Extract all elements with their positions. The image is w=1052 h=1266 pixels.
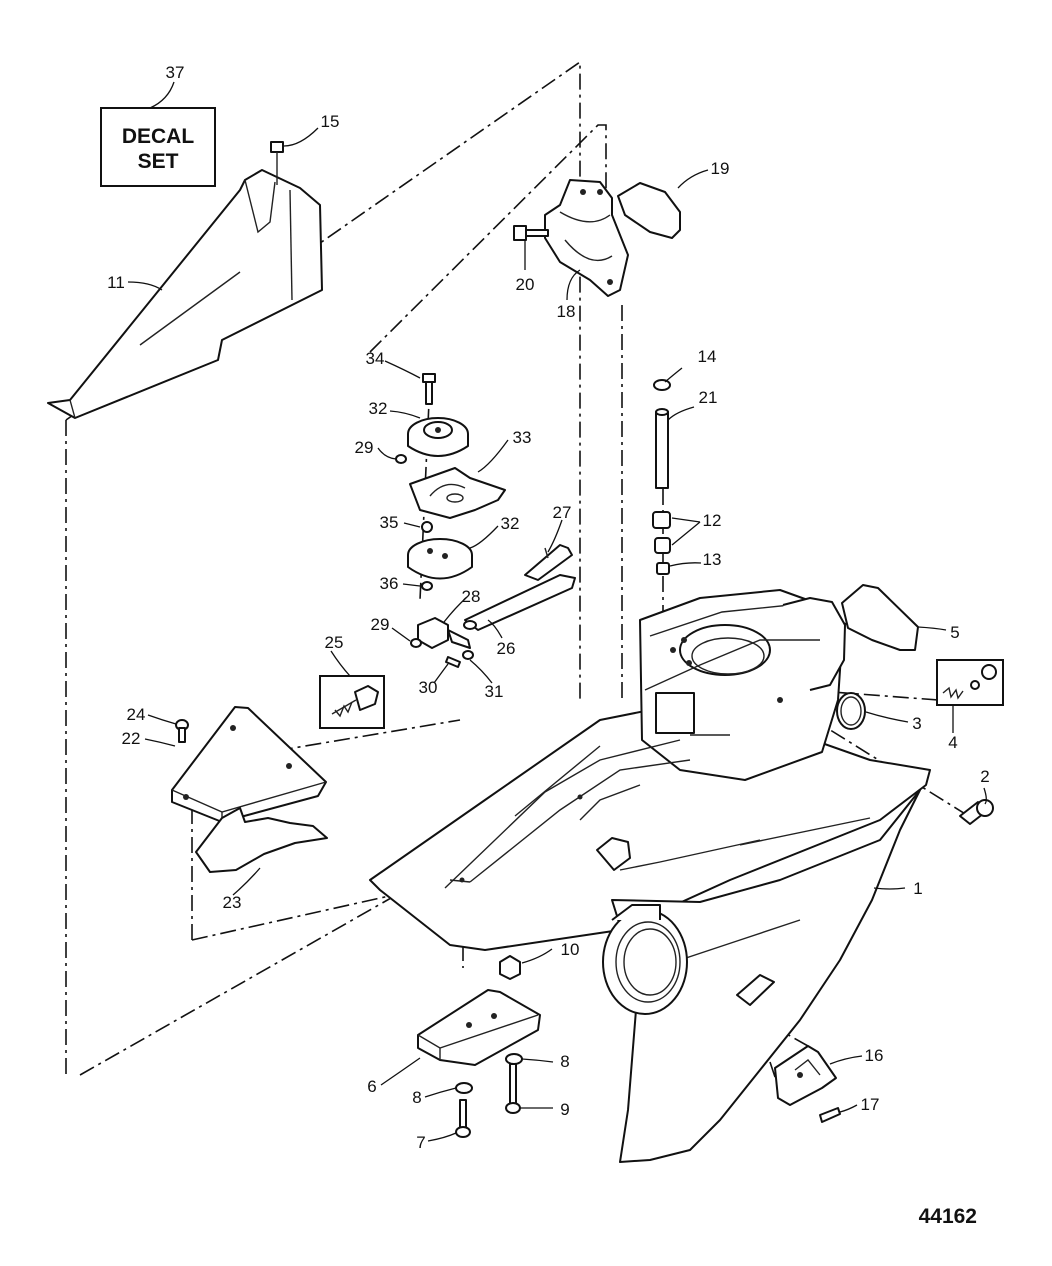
part-32-lower-lever — [407, 538, 473, 580]
part-33-plate — [409, 467, 506, 519]
part-16-plate — [774, 1045, 837, 1106]
callout-11: 11 — [107, 273, 125, 292]
callout-37: 37 — [166, 63, 185, 82]
callout-leaders — [127, 81, 987, 1142]
part-35-washer — [421, 521, 433, 533]
part-31-nut — [462, 650, 474, 660]
part-11-upper-fairing — [47, 169, 323, 419]
callout-32-upper: 32 — [369, 399, 388, 418]
part-13-seal — [656, 562, 670, 575]
decal-label-line2: SET — [138, 150, 179, 173]
decal-set-box: DECAL SET — [100, 107, 216, 187]
part-29-upper-nut — [395, 454, 407, 464]
callout-34: 34 — [366, 349, 385, 368]
callout-17: 17 — [861, 1095, 880, 1114]
callout-6: 6 — [367, 1077, 376, 1096]
part-29-lower-nut — [410, 638, 422, 648]
part-9-bolt — [505, 1063, 521, 1114]
callout-32-lower: 32 — [501, 514, 520, 533]
part-24-screw — [175, 719, 189, 743]
callout-35: 35 — [380, 513, 399, 532]
decal-label-line1: DECAL — [122, 125, 195, 148]
part-2-screw — [959, 799, 994, 825]
part-15-screw — [270, 141, 284, 185]
callout-23: 23 — [223, 893, 242, 912]
part-4-kit-box — [936, 659, 1004, 706]
callout-29-lower: 29 — [371, 615, 390, 634]
part-28-block — [417, 617, 471, 649]
callout-13: 13 — [703, 550, 722, 569]
part-22-cover-plate — [171, 706, 327, 823]
callout-5: 5 — [950, 623, 959, 642]
callout-2: 2 — [980, 767, 989, 786]
callout-19: 19 — [711, 159, 730, 178]
part-26-lever — [463, 574, 576, 631]
part-30-pin — [445, 656, 461, 668]
callout-labels: 37 15 11 19 20 18 34 32 29 33 35 32 27 3… — [107, 63, 990, 1152]
callout-3: 3 — [912, 714, 921, 733]
part-27-linkage — [524, 544, 573, 581]
callout-16: 16 — [865, 1046, 884, 1065]
part-34-bolt — [422, 373, 436, 405]
figure-number: 44162 — [919, 1205, 977, 1228]
callout-8-left: 8 — [412, 1088, 421, 1107]
callout-26: 26 — [497, 639, 516, 658]
callout-33: 33 — [513, 428, 532, 447]
part-3-o-ring — [836, 692, 866, 730]
callout-21: 21 — [699, 388, 718, 407]
callout-15: 15 — [321, 112, 340, 131]
part-8-washer-left — [455, 1082, 473, 1094]
callout-20: 20 — [516, 275, 535, 294]
callout-10: 10 — [561, 940, 580, 959]
callout-1: 1 — [913, 879, 922, 898]
part-17-screw — [819, 1107, 841, 1123]
part-20-screw — [513, 225, 549, 241]
part-25-kit-box — [319, 675, 385, 729]
callout-27: 27 — [553, 503, 572, 522]
part-19-gasket — [617, 182, 681, 239]
callout-4: 4 — [948, 733, 957, 752]
callout-25: 25 — [325, 633, 344, 652]
callout-14: 14 — [698, 347, 717, 366]
callout-8-right: 8 — [560, 1052, 569, 1071]
part-23-gasket — [195, 807, 328, 873]
part-36-nut — [421, 581, 433, 591]
part-6-anode — [417, 989, 541, 1066]
callout-28: 28 — [462, 587, 481, 606]
part-7-bolt — [455, 1099, 471, 1138]
callout-24: 24 — [127, 705, 146, 724]
callout-31: 31 — [485, 682, 504, 701]
callout-12: 12 — [703, 511, 722, 530]
part-32-upper-lever — [407, 417, 469, 457]
callout-36: 36 — [380, 574, 399, 593]
callout-9: 9 — [560, 1100, 569, 1119]
part-5-gasket — [841, 584, 919, 651]
part-8-washer-right — [505, 1053, 523, 1065]
callout-29-upper: 29 — [355, 438, 374, 457]
part-21-tube — [655, 408, 669, 489]
callout-22: 22 — [122, 729, 141, 748]
callout-18: 18 — [557, 302, 576, 321]
part-18-cover — [544, 179, 629, 297]
part-1-gear-housing — [369, 589, 931, 1163]
callout-30: 30 — [419, 678, 438, 697]
part-10-nut — [499, 955, 521, 980]
callout-7: 7 — [416, 1133, 425, 1152]
part-14-o-ring — [653, 379, 671, 391]
part-12-grommets — [652, 511, 671, 554]
